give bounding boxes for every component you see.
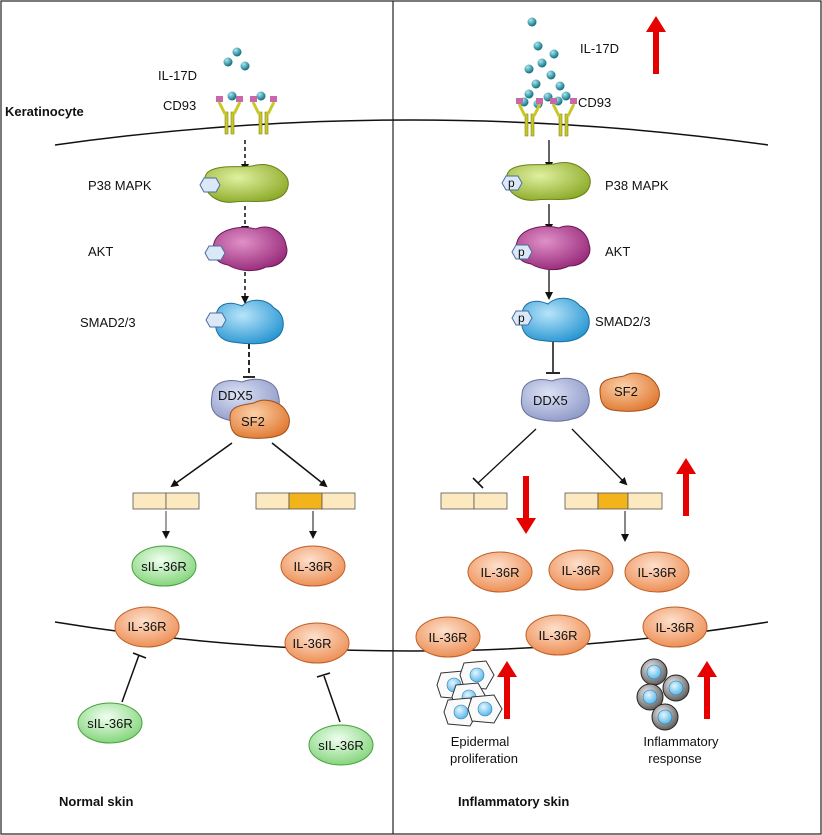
inhibit-short-transcript bbox=[477, 428, 537, 484]
il36r-membrane-left-1 bbox=[114, 606, 180, 648]
inflammatory-skin-label: Inflammatory skin bbox=[458, 794, 569, 809]
phospho-site-empty-1 bbox=[199, 177, 221, 193]
outcome1-line1: Epidermal bbox=[451, 734, 510, 749]
sil36r-inhibition-line-2 bbox=[323, 675, 341, 723]
il17d-ligands-right bbox=[519, 17, 571, 109]
sil36r-protein-bottom-1 bbox=[77, 702, 143, 744]
normal-skin-label: Normal skin bbox=[59, 794, 133, 809]
il36r-cyto-label-1: IL-36R bbox=[480, 565, 519, 580]
transcript-full-left bbox=[255, 492, 356, 510]
arrow-to-short-transcript bbox=[170, 442, 233, 488]
phospho-site-empty-2 bbox=[204, 245, 226, 261]
il36r-cyto-right-3 bbox=[624, 551, 690, 593]
cd93-label-right: CD93 bbox=[578, 95, 611, 110]
il36r-membrane-label-3: IL-36R bbox=[655, 620, 694, 635]
il36r-cyto-right-2 bbox=[548, 549, 614, 591]
smad-label-right: SMAD2/3 bbox=[595, 314, 651, 329]
smad23-right bbox=[521, 297, 590, 343]
il36r-cyto-label-2: IL-36R bbox=[561, 563, 600, 578]
il17d-ligands-left bbox=[223, 47, 266, 101]
left-panel: IL-17D CD93 P38 MAPK AKT SMAD2/3 DDX5 SF… bbox=[59, 47, 374, 809]
p38-label-left: P38 MAPK bbox=[88, 178, 152, 193]
inflammatory-cells-icon bbox=[636, 658, 690, 731]
inflammation-increase-arrow bbox=[697, 661, 717, 719]
il36r-membrane-left-2 bbox=[284, 622, 350, 664]
upper-cell-membrane bbox=[54, 119, 769, 146]
smad-label-left: SMAD2/3 bbox=[80, 315, 136, 330]
akt-left bbox=[212, 226, 288, 272]
sil36r-inhibition-line-1 bbox=[121, 654, 140, 703]
arrow-to-long-transcript bbox=[271, 442, 328, 488]
keratinocyte-label: Keratinocyte bbox=[5, 104, 84, 119]
il36r-membrane-right-1 bbox=[415, 616, 481, 658]
il17d-label-left: IL-17D bbox=[158, 68, 197, 83]
il36r-membrane-label-2: IL-36R bbox=[538, 628, 577, 643]
right-panel: IL-17D CD93 p P38 MAPK p AKT p SMAD2/3 D… bbox=[415, 16, 719, 809]
transcript-skipped-exon-left bbox=[132, 492, 200, 510]
sil36r-label-3: sIL-36R bbox=[318, 738, 364, 753]
inhibit-short-bar bbox=[472, 477, 484, 489]
transcript-skipped-exon-right bbox=[440, 492, 508, 510]
smad23-left bbox=[215, 299, 284, 345]
long-transcript-increase-arrow bbox=[676, 458, 696, 516]
il36r-membrane-right-2 bbox=[525, 614, 591, 656]
arrow-to-long-transcript-right bbox=[571, 428, 628, 486]
il17d-label-right: IL-17D bbox=[580, 41, 619, 56]
sil36r-inhibition-bar-2 bbox=[316, 672, 331, 678]
sf2-label-right: SF2 bbox=[614, 384, 638, 399]
phospho-site-empty-3 bbox=[205, 312, 227, 328]
outcome2-line2: response bbox=[648, 751, 701, 766]
outcome1-line2: proliferation bbox=[450, 751, 518, 766]
il17d-increase-arrow bbox=[646, 16, 666, 74]
akt-label-right: AKT bbox=[605, 244, 630, 259]
il36r-membrane-right-3 bbox=[642, 606, 708, 648]
il36r-cyto-right-1 bbox=[467, 551, 533, 593]
cd93-label-left: CD93 bbox=[163, 98, 196, 113]
epidermal-cells-icon bbox=[436, 660, 503, 727]
il36r-membrane-label-1: IL-36R bbox=[428, 630, 467, 645]
sf2-label-left: SF2 bbox=[241, 414, 265, 429]
sil36r-label-1: sIL-36R bbox=[141, 559, 187, 574]
il36r-label-1: IL-36R bbox=[293, 559, 332, 574]
ddx5-label-right: DDX5 bbox=[533, 393, 568, 408]
il36r-label-2: IL-36R bbox=[127, 619, 166, 634]
sil36r-protein-left bbox=[131, 545, 197, 587]
phospho-label-1: p bbox=[508, 176, 515, 190]
p38-label-right: P38 MAPK bbox=[605, 178, 669, 193]
il36r-label-3: IL-36R bbox=[292, 636, 331, 651]
il36r-cyto-label-3: IL-36R bbox=[637, 565, 676, 580]
transcript-full-right bbox=[564, 492, 663, 510]
short-transcript-decrease-arrow bbox=[516, 476, 536, 534]
phospho-label-2: p bbox=[518, 245, 525, 259]
sil36r-inhibition-bar-1 bbox=[132, 652, 147, 659]
cd93-receptor-left bbox=[214, 94, 279, 136]
akt-label-left: AKT bbox=[88, 244, 113, 259]
sil36r-label-2: sIL-36R bbox=[87, 716, 133, 731]
sil36r-protein-bottom-2 bbox=[308, 724, 374, 766]
il36r-protein-left bbox=[280, 545, 346, 587]
phospho-label-3: p bbox=[518, 311, 525, 325]
ddx5-label-left: DDX5 bbox=[218, 388, 253, 403]
outcome2-line1: Inflammatory bbox=[643, 734, 719, 749]
